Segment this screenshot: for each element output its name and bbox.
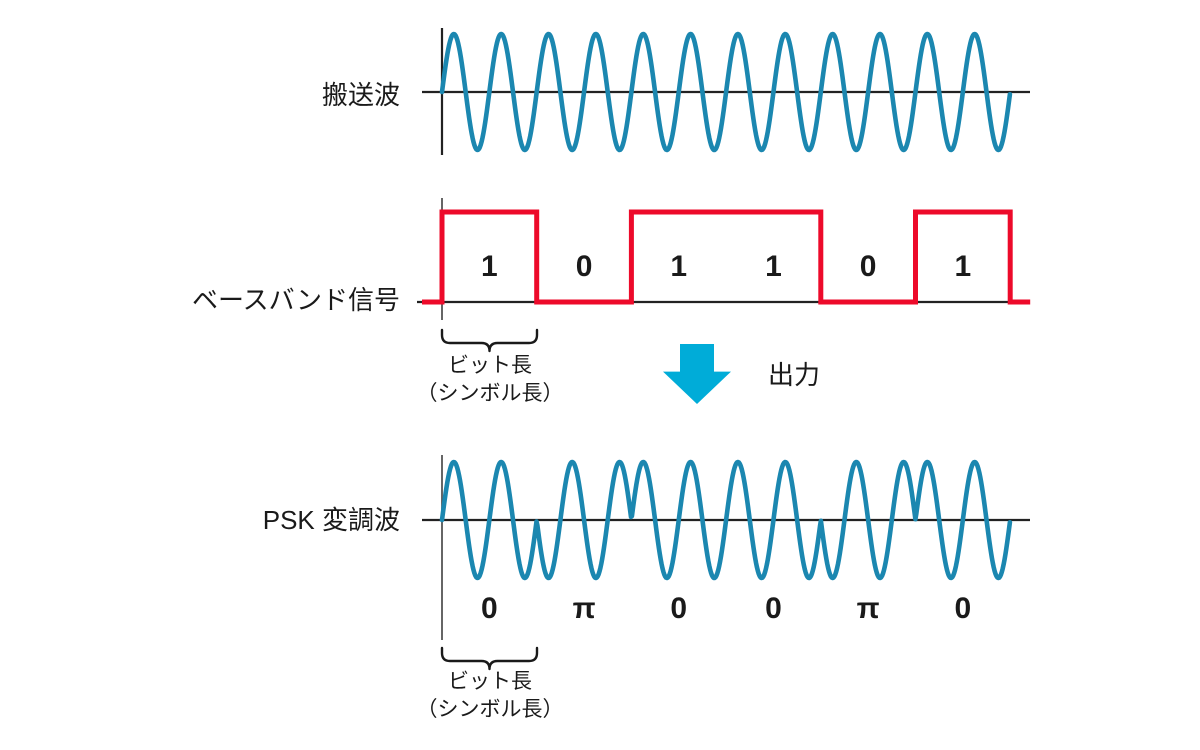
down-arrow-icon [663, 344, 731, 404]
row-label-baseband: ベースバンド信号 [191, 285, 400, 315]
baseband-waveform [422, 209, 1031, 305]
bit-length-caption-psk: ビット長 （シンボル長） [400, 668, 580, 725]
row-label-carrier: 搬送波 [321, 80, 400, 110]
bit-length-caption-line1: ビット長 [448, 670, 532, 693]
phase-label-3: 0 [765, 592, 782, 625]
phase-label-5: 0 [955, 592, 972, 625]
baseband-bit-label-group: 1 0 1 1 0 1 [481, 250, 971, 283]
bit-label-3: 1 [765, 250, 782, 283]
bit-label-5: 1 [955, 250, 972, 283]
bit-length-bracket-psk [440, 646, 539, 671]
bit-label-2: 1 [670, 250, 687, 283]
row-label-psk: PSK 変調波 [262, 505, 400, 535]
bit-label-1: 0 [576, 250, 593, 283]
carrier-waveform [439, 31, 1013, 153]
bit-length-caption-line1: ビット長 [448, 354, 532, 377]
bit-length-caption-line2: （シンボル長） [416, 698, 564, 722]
bit-length-bracket-baseband [440, 328, 539, 353]
bit-length-caption-line2: （シンボル長） [416, 382, 564, 406]
phase-label-0: 0 [481, 592, 498, 625]
phase-label-4: π [857, 592, 880, 625]
psk-phase-label-group: 0 π 0 0 π 0 [481, 592, 971, 625]
bit-length-caption-baseband: ビット長 （シンボル長） [400, 352, 580, 409]
phase-label-2: 0 [670, 592, 687, 625]
bit-label-4: 0 [860, 250, 877, 283]
psk-waveform [439, 459, 1013, 581]
phase-label-1: π [573, 592, 596, 625]
output-label: 出力 [768, 360, 821, 390]
bit-label-0: 1 [481, 250, 498, 283]
